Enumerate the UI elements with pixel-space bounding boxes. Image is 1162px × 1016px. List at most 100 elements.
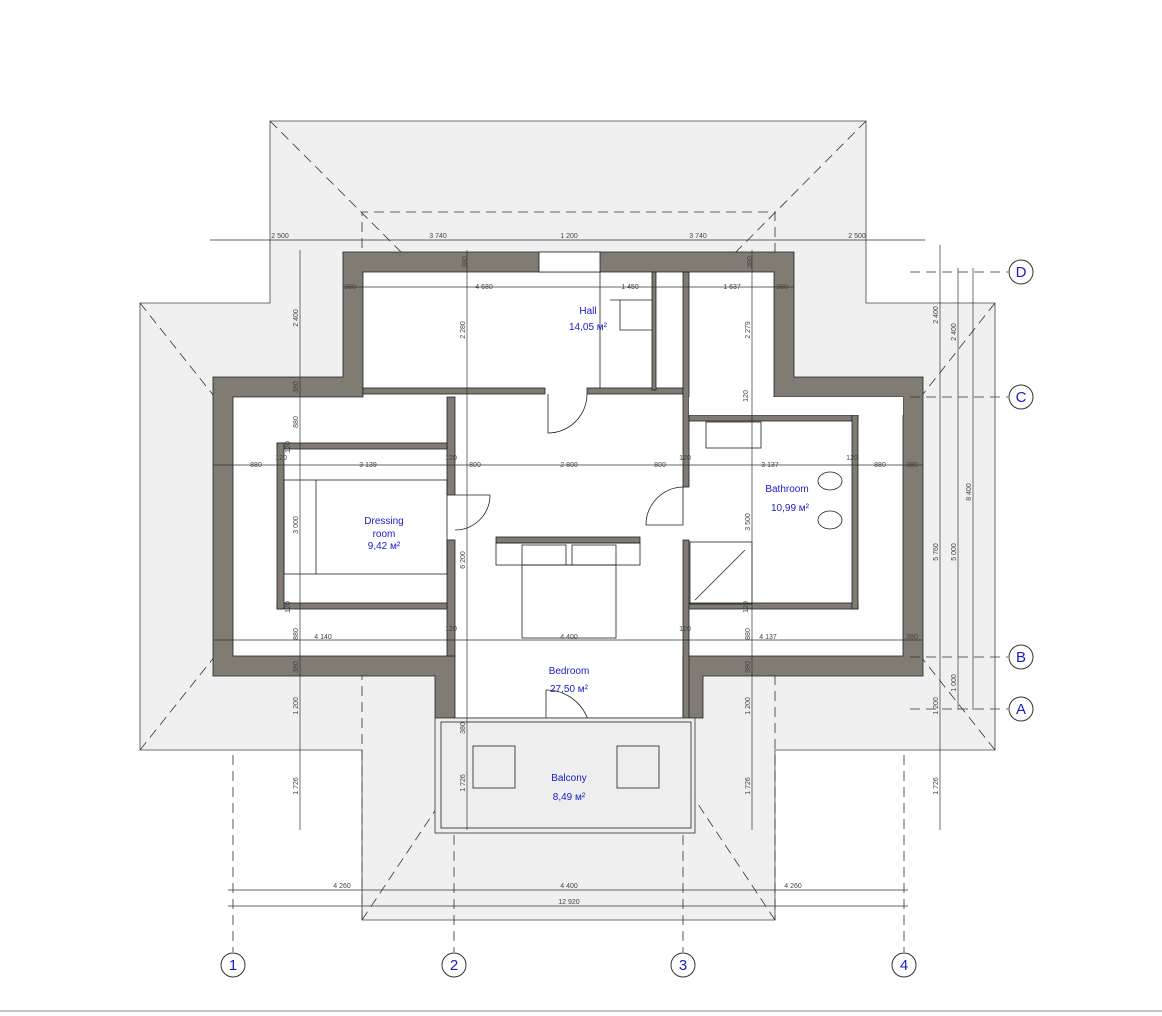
- dimension-label: 12 920: [558, 899, 580, 906]
- dimension-label: 120: [445, 455, 457, 462]
- dimension-label: 880: [293, 416, 300, 428]
- axis-column-4: 4: [891, 952, 917, 978]
- dimension-label: 380: [344, 284, 356, 291]
- dimension-label: 4 680: [475, 284, 493, 291]
- grid-axes: [232, 271, 1008, 952]
- dimension-label: 880: [745, 628, 752, 640]
- dimension-label: 380: [906, 634, 918, 641]
- dimension-label: 880: [250, 462, 262, 469]
- dimension-label: 2 500: [271, 233, 289, 240]
- axis-bubble-circle: [441, 952, 467, 978]
- dimension-label: 800: [654, 462, 666, 469]
- room-area: 10,99 м²: [771, 503, 810, 514]
- dimension-label: 1 637: [723, 284, 741, 291]
- room-name: Balcony: [551, 773, 587, 784]
- balcony: [434, 717, 696, 834]
- axis-bubble-circle: [891, 952, 917, 978]
- dimension-label: 1 726: [460, 774, 467, 792]
- dimension-label: 8 400: [966, 483, 973, 501]
- axis-bubble-circle: [670, 952, 696, 978]
- dimension-label: 120: [846, 455, 858, 462]
- axis-row-3: A: [1008, 696, 1034, 722]
- dimension-label: 1 726: [293, 777, 300, 795]
- dimension-label: 4 140: [314, 634, 332, 641]
- dimension-label: 5 000: [951, 543, 958, 561]
- dimension-label: 1 200: [560, 233, 578, 240]
- dimension-label: 380: [293, 661, 300, 673]
- dimension-label: 6 200: [460, 551, 467, 569]
- dimension-label: 1 726: [745, 777, 752, 795]
- axis-bubble-circle: [220, 952, 246, 978]
- room-name-line2: room: [373, 529, 396, 540]
- axis-row-2: B: [1008, 644, 1034, 670]
- axis-row-1: C: [1008, 384, 1034, 410]
- dimension-label: 3 000: [293, 516, 300, 534]
- dimension-label: 3 139: [359, 462, 377, 469]
- dimension-label: 120: [679, 455, 691, 462]
- dimension-label: 380: [745, 661, 752, 673]
- window-top: [538, 251, 601, 273]
- dimension-label: 2 400: [933, 306, 940, 324]
- dimension-label: 3 740: [689, 233, 707, 240]
- room-label-bathroom: Bathroom 10,99 м²: [765, 484, 809, 514]
- room-label-bedroom: Bedroom 27,50 м²: [549, 666, 590, 695]
- axis-bubble-circle: [1008, 696, 1034, 722]
- dimension-label: 3 500: [745, 513, 752, 531]
- dimension-label: 4 137: [759, 634, 777, 641]
- axis-column-3: 3: [670, 952, 696, 978]
- room-area: 9,42 м²: [368, 541, 401, 552]
- dimension-label: 2 400: [293, 309, 300, 327]
- axis-bubble-circle: [1008, 644, 1034, 670]
- dimension-label: 120: [679, 626, 691, 633]
- room-name: Hall: [579, 306, 596, 317]
- axis-label: 4: [900, 957, 908, 974]
- dimension-label: 380: [293, 381, 300, 393]
- dimension-label: 1 450: [621, 284, 639, 291]
- room-label-hall: Hall 14,05 м²: [569, 306, 608, 333]
- dimension-label: 120: [445, 626, 457, 633]
- dimension-lines: [210, 239, 974, 907]
- axis-label: D: [1016, 264, 1027, 281]
- dimension-label: 880: [874, 462, 886, 469]
- axis-label: B: [1016, 649, 1026, 666]
- dimension-label: 120: [743, 390, 750, 402]
- room-label-dressing-room: Dressing room 9,42 м²: [364, 516, 403, 552]
- dimension-label: 120: [285, 441, 292, 453]
- dimension-label: 2 279: [745, 321, 752, 339]
- axis-row-0: D: [1008, 259, 1034, 285]
- dimension-label: 2 280: [460, 321, 467, 339]
- dimension-label: 5 760: [933, 543, 940, 561]
- dimension-label: 380: [462, 256, 469, 268]
- dimension-label: 1 000: [951, 674, 958, 692]
- dimension-label: 3 137: [761, 462, 779, 469]
- dimension-label: 3 740: [429, 233, 447, 240]
- room-name: Bedroom: [549, 666, 590, 677]
- dimension-label: 380: [776, 284, 788, 291]
- dimension-label: 1 726: [933, 777, 940, 795]
- dimension-label: 880: [293, 628, 300, 640]
- axis-bubble-circle: [1008, 384, 1034, 410]
- dimension-label: 380: [906, 462, 918, 469]
- dimension-label: 1 200: [933, 697, 940, 715]
- dimension-label: 2 800: [560, 462, 578, 469]
- dimension-label: 380: [460, 722, 467, 734]
- axis-label: 1: [229, 957, 237, 974]
- axis-label: C: [1016, 389, 1027, 406]
- dimension-label: 120: [743, 601, 750, 613]
- room-label-balcony: Balcony 8,49 м²: [551, 773, 587, 803]
- axis-label: 2: [450, 957, 458, 974]
- axis-bubble-circle: [1008, 259, 1034, 285]
- dimension-label: 4 400: [560, 634, 578, 641]
- dimension-label: 1 200: [293, 697, 300, 715]
- dimension-label: 120: [285, 601, 292, 613]
- dimension-label: 2 500: [848, 233, 866, 240]
- axis-column-2: 2: [441, 952, 467, 978]
- room-name: Bathroom: [765, 484, 808, 495]
- room-area: 14,05 м²: [569, 322, 608, 333]
- room-area: 27,50 м²: [550, 684, 589, 695]
- axis-label: A: [1016, 701, 1026, 718]
- dimension-label: 4 260: [784, 883, 802, 890]
- dimension-label: 800: [469, 462, 481, 469]
- dimension-label: 2 400: [951, 323, 958, 341]
